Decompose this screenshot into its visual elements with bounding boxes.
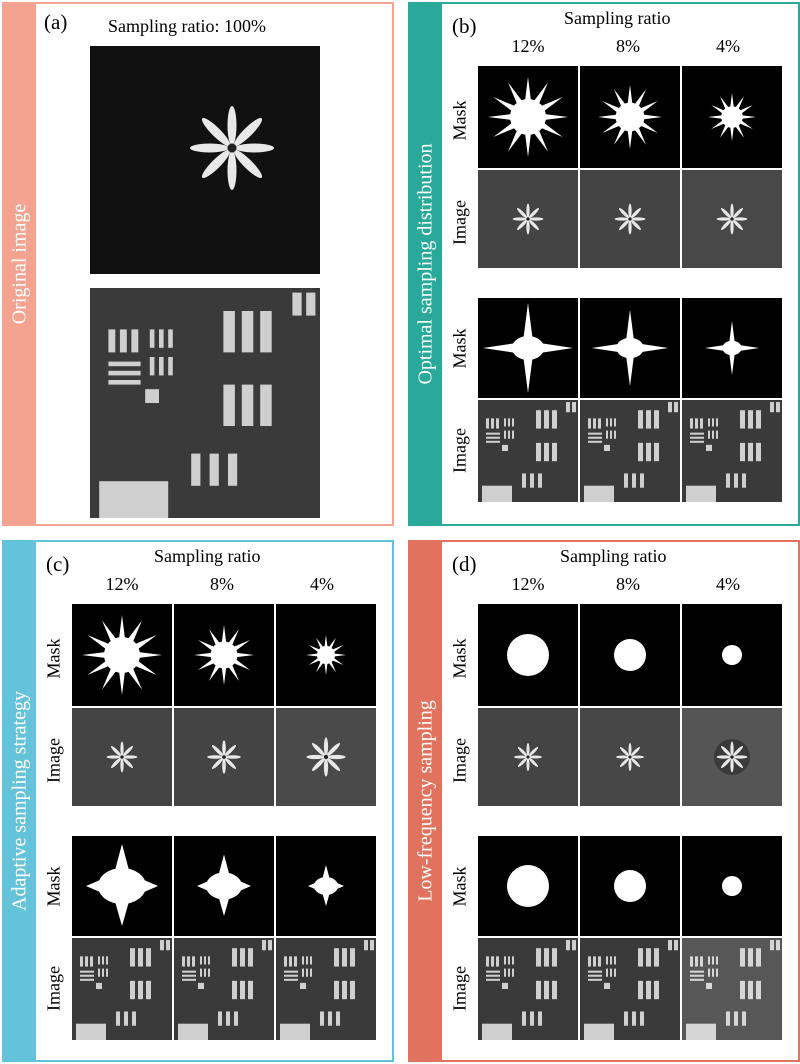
panel-a-sidebar: Original image xyxy=(4,4,36,524)
panel-c-grid xyxy=(72,604,376,1040)
panel-d-row-mask-2: Mask xyxy=(449,866,470,907)
panel-b-row-mask-1: Mask xyxy=(449,100,470,141)
panel-b-label: (b) xyxy=(452,14,477,38)
panel-d-row-image-2: Image xyxy=(449,966,470,1011)
original-star-image xyxy=(90,46,320,274)
panel-b-row-image-2: Image xyxy=(449,428,470,473)
panel-d-sidebar: Low-frequency sampling xyxy=(410,542,442,1060)
panel-d-ratio-8: 8% xyxy=(616,574,640,594)
panel-a-side-label: Original image xyxy=(8,203,31,325)
original-target-image xyxy=(90,288,320,518)
panel-b-ratio-8: 8% xyxy=(616,36,640,56)
panel-b-title: Sampling ratio xyxy=(564,8,671,28)
panel-d-title: Sampling ratio xyxy=(560,546,667,566)
panel-d: Low-frequency sampling (d) Sampling rati… xyxy=(408,540,800,1062)
panel-c-row-image-2: Image xyxy=(43,966,64,1011)
panel-c: Adaptive sampling strategy (c) Sampling … xyxy=(2,540,394,1062)
panel-d-ratio-4: 4% xyxy=(716,574,740,594)
panel-c-row-mask-1: Mask xyxy=(43,638,64,679)
panel-c-sidebar: Adaptive sampling strategy xyxy=(4,542,36,1060)
panel-c-ratio-4: 4% xyxy=(310,574,334,594)
panel-b: Optimal sampling distribution (b) Sampli… xyxy=(408,2,800,526)
panel-b-row-mask-2: Mask xyxy=(449,328,470,369)
panel-c-row-mask-2: Mask xyxy=(43,866,64,907)
panel-c-side-label: Adaptive sampling strategy xyxy=(8,691,31,911)
panel-c-ratio-12: 12% xyxy=(105,574,139,594)
panel-d-row-mask-1: Mask xyxy=(449,638,470,679)
panel-b-ratio-4: 4% xyxy=(716,36,740,56)
panel-b-side-label: Optimal sampling distribution xyxy=(414,143,437,385)
panel-c-label: (c) xyxy=(46,552,70,576)
panel-b-grid xyxy=(478,66,782,502)
panel-a-title: Sampling ratio: 100% xyxy=(108,16,266,36)
panel-a-label: (a) xyxy=(44,10,68,34)
panel-d-side-label: Low-frequency sampling xyxy=(414,700,437,902)
panel-a: Original image (a) Sampling ratio: 100% xyxy=(2,2,394,526)
panel-c-ratio-8: 8% xyxy=(210,574,234,594)
panel-d-label: (d) xyxy=(452,552,477,576)
panel-c-row-image-1: Image xyxy=(43,738,64,783)
panel-d-row-image-1: Image xyxy=(449,738,470,783)
panel-b-sidebar: Optimal sampling distribution xyxy=(410,4,442,524)
panel-d-ratio-12: 12% xyxy=(511,574,545,594)
panel-b-ratio-12: 12% xyxy=(511,36,545,56)
panel-d-grid xyxy=(478,604,782,1040)
panel-c-title: Sampling ratio xyxy=(154,546,261,566)
panel-b-row-image-1: Image xyxy=(449,200,470,245)
